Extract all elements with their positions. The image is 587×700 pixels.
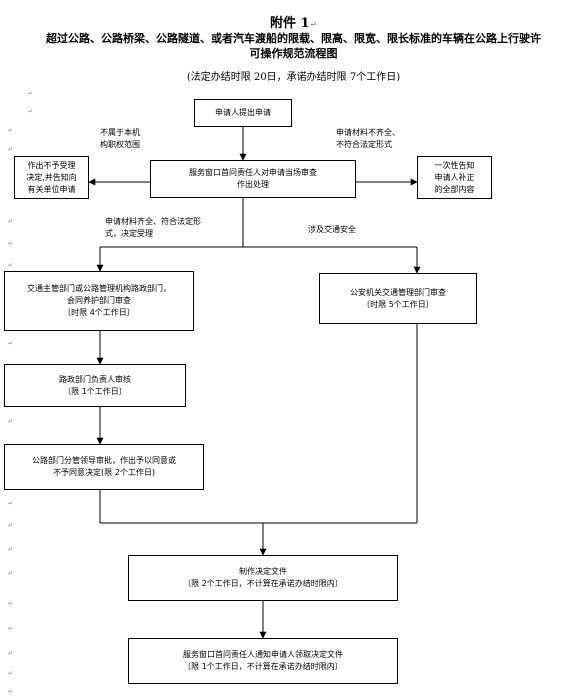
label-line: 式，决定受理: [105, 229, 153, 238]
paragraph-mark: ↵: [8, 340, 14, 347]
label-not-in-scope: 不属于本机 构职权范围: [100, 127, 140, 151]
box-text: 不予同意决定(限 2个工作日): [53, 468, 155, 477]
paragraph-mark: ↵: [8, 670, 14, 677]
title-line-2: 可操作规范流程图: [249, 47, 338, 60]
time-limits-note: (法定办结时限 20日，承诺办结时限 7个工作日): [186, 72, 401, 83]
box-text: 的全部内容: [434, 184, 475, 194]
paragraph-mark: ↵: [8, 218, 14, 225]
box-text: 作出处理: [237, 180, 269, 189]
label-line: 申请材料不齐全、: [336, 128, 400, 137]
box-reject: 作出不予受理 决定,并告知向 有关单位申请: [14, 156, 89, 199]
box-police-review: 公安机关交通管理部门审查 〔时限 5个工作日〕: [319, 273, 477, 324]
label-line: 构职权范围: [100, 140, 140, 149]
paragraph-mark: ↵: [8, 418, 14, 425]
box-apply: 申请人提出申请: [194, 99, 292, 127]
paragraph-mark: ↵: [28, 108, 34, 115]
paragraph-mark: ↵: [8, 240, 14, 247]
label-line: 不符合法定形式: [336, 140, 392, 149]
box-text: 〔限 1个工作日，不计算在承诺办结时限内〕: [183, 662, 343, 671]
label-complete: 申请材料齐全、符合法定形 式，决定受理: [105, 216, 201, 240]
paragraph-mark: ↵: [8, 546, 14, 553]
box-text: 服务窗口首问责任人通知申请人领取决定文件: [183, 650, 343, 659]
box-text: 〔限 1个工作日〕: [63, 386, 127, 396]
box-text: 交通主管部门或公路管理机构路政部门，: [27, 284, 171, 293]
paragraph-mark: ↵: [8, 146, 14, 153]
box-text: 公路部门分管领导审批，作出予以同意或: [32, 456, 176, 465]
attachment-heading: 附件 1↵: [0, 12, 587, 31]
box-dept-review: 交通主管部门或公路管理机构路政部门， 会同养护部门审查 〔时限 4个工作日〕: [4, 271, 194, 331]
box-text: 作出不予受理: [27, 160, 76, 170]
box-notify: 一次性告知 申请人补正 的全部内容: [417, 156, 492, 199]
box-text: 申请人提出申请: [215, 108, 271, 117]
box-text: 申请人补正: [434, 172, 475, 182]
box-text: 有关单位申请: [27, 184, 76, 194]
box-text: 制作决定文件: [239, 567, 287, 576]
title-line-1: 超过公路、公路桥梁、公路隧道、或者汽车渡船的限载、限高、限宽、限长标准的车辆在公…: [46, 32, 541, 45]
label-line: 不属于本机: [100, 128, 140, 137]
box-text: 路政部门负责人审核: [59, 374, 131, 384]
paragraph-mark: ↵: [8, 500, 14, 507]
box-leader-approval: 公路部门分管领导审批，作出予以同意或 不予同意决定(限 2个工作日): [4, 444, 204, 490]
paragraph-mark: ↵: [8, 650, 14, 657]
box-window-review: 服务窗口首问责任人对申请当场审查 作出处理: [150, 160, 356, 198]
paragraph-mark: ↵: [8, 625, 14, 632]
label-incomplete: 申请材料不齐全、 不符合法定形式: [336, 127, 400, 151]
box-text: 一次性告知: [434, 160, 475, 170]
box-make-decision-doc: 制作决定文件 〔限 2个工作日，不计算在承诺办结时限内〕: [128, 555, 398, 601]
box-road-admin: 路政部门负责人审核 〔限 1个工作日〕: [4, 364, 186, 407]
box-text: 服务窗口首问责任人对申请当场审查: [189, 168, 317, 177]
attachment-label: 附件 1: [269, 16, 310, 31]
paragraph-mark: ↵: [8, 570, 14, 577]
label-line: 申请材料齐全、符合法定形: [105, 217, 201, 226]
paragraph-mark: ↵: [8, 600, 14, 607]
paragraph-mark: ↵: [8, 522, 14, 529]
box-text: 决定,并告知向: [26, 172, 77, 182]
paragraph-mark: ↵: [28, 90, 34, 97]
paragraph-mark: ↵: [8, 127, 14, 134]
label-traffic-safety: 涉及交通安全: [308, 225, 356, 234]
box-deliver-doc: 服务窗口首问责任人通知申请人领取决定文件 〔限 1个工作日，不计算在承诺办结时限…: [128, 638, 398, 684]
box-text: 会同养护部门审查: [67, 296, 131, 305]
paragraph-mark: ↵: [8, 688, 14, 695]
box-text: 〔时限 5个工作日〕: [362, 299, 434, 309]
box-text: 〔限 2个工作日，不计算在承诺办结时限内〕: [183, 579, 343, 588]
paragraph-mark: ↵: [309, 20, 318, 30]
box-text: 公安机关交通管理部门审查: [350, 287, 446, 297]
paragraph-mark: ↵: [8, 262, 14, 269]
box-text: 〔时限 4个工作日〕: [63, 308, 135, 317]
